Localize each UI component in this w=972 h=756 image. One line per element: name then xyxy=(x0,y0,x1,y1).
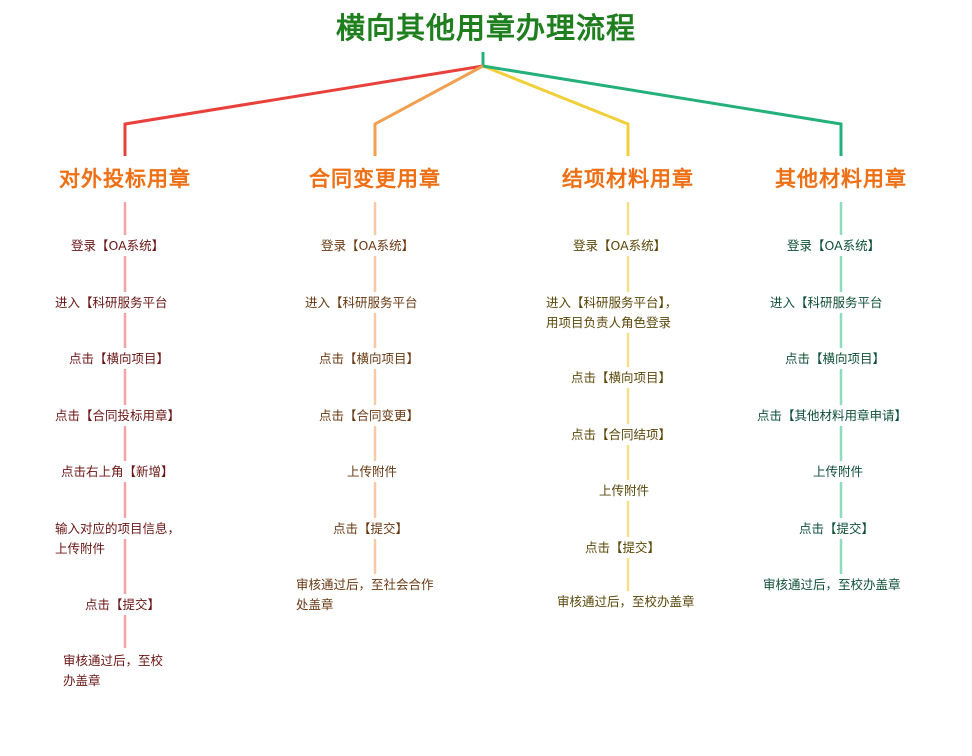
branch-3-step-login-as-leader: 用项目负责人角色登录 xyxy=(544,312,674,333)
branch-3-step-click-contract-closing: 点击【合同结项】 xyxy=(569,424,674,445)
branch-2-step-click-contract-change: 点击【合同变更】 xyxy=(317,405,422,426)
branch-title-contract-change-seal: 合同变更用章 xyxy=(309,167,441,191)
branch-1-step-click-submit: 点击【提交】 xyxy=(83,594,163,615)
branch-title-bid-seal: 对外投标用章 xyxy=(59,167,191,191)
branch-1-step-enter-platform: 进入【科研服务平台 xyxy=(53,292,170,313)
branch-1-step-click-horizontal-project: 点击【横向项目】 xyxy=(67,348,172,369)
branch-2-step-upload-attachment: 上传附件 xyxy=(345,461,400,482)
branch-1-step-click-new: 点击右上角【新增】 xyxy=(59,461,176,482)
branch-4-step-click-other-material-request: 点击【其他材料用章申请】 xyxy=(755,405,910,426)
branch-3-step-click-horizontal-project: 点击【横向项目】 xyxy=(569,367,674,388)
branch-3-step-login-oa: 登录【OA系统】 xyxy=(571,235,669,256)
branch-3-step-click-submit: 点击【提交】 xyxy=(583,537,663,558)
branch-1-step-login-oa: 登录【OA系统】 xyxy=(69,235,167,256)
branch-4-step-click-submit: 点击【提交】 xyxy=(797,518,877,539)
connector-branch-2 xyxy=(373,64,484,156)
branch-4-step-approved-office-stamp: 审核通过后，至校办盖章 xyxy=(761,574,903,595)
page-title: 横向其他用章办理流程 xyxy=(335,11,636,45)
branch-1-step-approved: 审核通过后，至校 xyxy=(61,650,166,671)
branch-3-step-approved-office-stamp: 审核通过后，至校办盖章 xyxy=(555,591,697,612)
branch-1-step-click-contract-bid-seal: 点击【合同投标用章】 xyxy=(53,405,183,426)
branch-title-closing-material-seal: 结项材料用章 xyxy=(562,167,694,191)
branch-2-step-click-horizontal-project: 点击【横向项目】 xyxy=(317,348,422,369)
branch-4-step-click-horizontal-project: 点击【横向项目】 xyxy=(783,348,888,369)
branch-3-step-enter-platform: 进入【科研服务平台】， xyxy=(544,292,680,313)
branch-2-step-approved: 审核通过后，至社会合作 xyxy=(294,574,436,595)
branch-1-step-office-stamp: 办盖章 xyxy=(61,670,103,691)
branch-3-step-upload-attachment: 上传附件 xyxy=(597,480,652,501)
branch-title-other-material-seal: 其他材料用章 xyxy=(775,167,907,191)
branch-1-step-upload-attachment: 上传附件 xyxy=(53,538,108,559)
connector-branch-1 xyxy=(123,64,484,156)
branch-2-step-enter-platform: 进入【科研服务平台 xyxy=(303,292,420,313)
branch-2-step-click-submit: 点击【提交】 xyxy=(331,518,411,539)
branch-1-step-input-project-info: 输入对应的项目信息， xyxy=(53,518,183,539)
connector-branch-3 xyxy=(482,64,630,156)
branch-4-step-enter-platform: 进入【科研服务平台 xyxy=(768,292,885,313)
branch-2-step-login-oa: 登录【OA系统】 xyxy=(319,235,417,256)
branch-2-step-social-coop-stamp: 处盖章 xyxy=(294,594,336,615)
connector-branch-4 xyxy=(482,64,843,156)
branch-4-step-upload-attachment: 上传附件 xyxy=(811,461,866,482)
branch-4-step-login-oa: 登录【OA系统】 xyxy=(785,235,883,256)
